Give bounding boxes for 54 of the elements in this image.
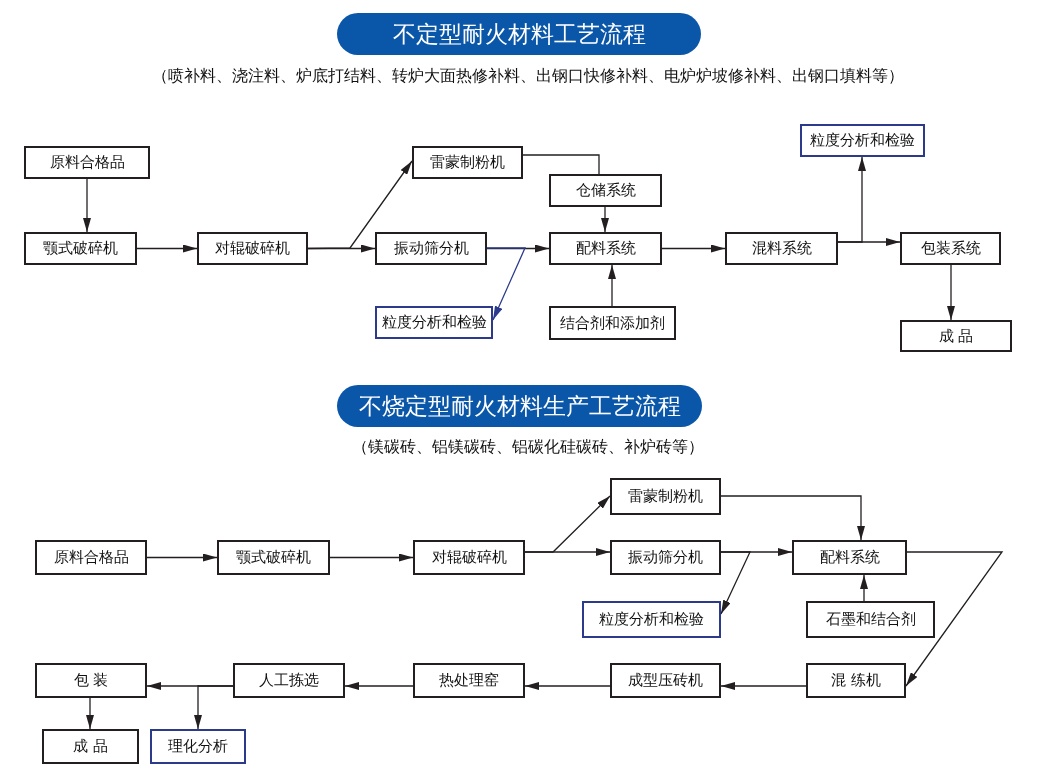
process-box: 成型压砖机 — [610, 663, 721, 698]
subtitle: （镁碳砖、铝镁碳砖、铝碳化硅碳砖、补炉砖等） — [352, 436, 704, 458]
arrow — [905, 551, 1004, 687]
process-box: 雷蒙制粉机 — [610, 478, 721, 515]
arrow — [661, 244, 726, 253]
process-box: 热处理窑 — [413, 663, 525, 698]
arrow — [486, 247, 526, 321]
process-box: 成 品 — [42, 729, 139, 764]
process-box: 石墨和结合剂 — [806, 601, 935, 638]
process-box: 颚式破碎机 — [24, 232, 137, 265]
arrow — [720, 682, 807, 690]
arrow — [524, 495, 611, 553]
process-box: 振动筛分机 — [610, 540, 721, 575]
process-box: 人工拣选 — [233, 663, 345, 698]
process-box: 粒度分析和检验 — [800, 124, 925, 157]
process-box: 成 品 — [900, 320, 1012, 352]
process-box: 粒度分析和检验 — [582, 601, 721, 638]
process-box: 配料系统 — [549, 232, 662, 265]
arrow — [720, 551, 752, 615]
arrow — [947, 264, 955, 321]
process-box: 配料系统 — [792, 540, 907, 575]
arrow — [136, 244, 198, 253]
process-box: 理化分析 — [150, 729, 246, 764]
arrow — [837, 238, 901, 246]
process-box: 对辊破碎机 — [197, 232, 308, 265]
arrow — [83, 178, 91, 233]
arrow — [601, 206, 609, 233]
arrow — [608, 264, 616, 307]
arrow — [329, 553, 414, 562]
process-box: 结合剂和添加剂 — [549, 306, 676, 340]
process-box: 对辊破碎机 — [413, 540, 525, 575]
process-box: 原料合格品 — [35, 540, 147, 575]
process-box: 振动筛分机 — [375, 232, 487, 265]
title-banner: 不烧定型耐火材料生产工艺流程 — [337, 385, 702, 427]
process-box: 粒度分析和检验 — [375, 306, 493, 339]
arrow — [86, 697, 94, 730]
arrow — [194, 685, 234, 730]
arrow — [344, 682, 414, 690]
process-box: 混 练机 — [806, 663, 906, 698]
process-box: 雷蒙制粉机 — [412, 146, 523, 179]
process-box: 混料系统 — [725, 232, 838, 265]
arrow — [307, 160, 413, 250]
process-box: 原料合格品 — [24, 146, 150, 179]
arrow — [720, 495, 865, 541]
connector-line — [522, 154, 600, 175]
title-banner: 不定型耐火材料工艺流程 — [337, 13, 701, 55]
subtitle: （喷补料、浇注料、炉底打结料、转炉大面热修补料、出钢口快修补料、电炉炉坡修补料、出钢口填料等） — [152, 65, 904, 87]
process-box: 仓储系统 — [549, 174, 662, 207]
arrow — [524, 682, 611, 690]
arrow — [860, 574, 868, 602]
arrow — [146, 553, 218, 562]
process-box: 包装系统 — [900, 232, 1001, 265]
process-box: 包 装 — [35, 663, 147, 698]
process-box: 颚式破碎机 — [217, 540, 330, 575]
